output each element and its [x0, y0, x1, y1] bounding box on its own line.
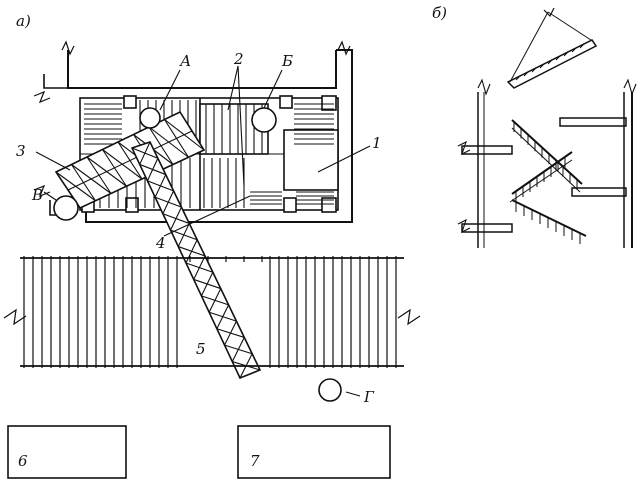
hung-step [563, 51, 569, 57]
label-g: Г [363, 388, 375, 406]
hung-step [515, 75, 521, 81]
hung-step [571, 47, 577, 53]
crane-position-b [251, 107, 277, 133]
section-view [457, 7, 637, 248]
crane-position-a [139, 107, 161, 129]
panel-b-label: б) [432, 4, 447, 22]
boom-brace [224, 320, 237, 346]
hung-step [547, 59, 553, 65]
boom-brace [216, 304, 230, 329]
leader-lines [35, 65, 371, 397]
label-5: 5 [196, 340, 206, 358]
label-1: 1 [372, 134, 382, 152]
boom-brace [185, 239, 198, 264]
label-v: В [31, 186, 43, 204]
boom-brace [170, 206, 182, 231]
position-markers [53, 107, 342, 402]
track-sleepers [23, 256, 397, 368]
crane-position-v [53, 195, 79, 221]
boom-brace [200, 272, 214, 297]
boom-brace [231, 337, 245, 362]
label-b: Б [281, 52, 293, 70]
labels: а) б) 1 2 3 4 5 6 7 А Б В Г [16, 4, 447, 470]
section-steps [513, 43, 585, 244]
label-4: 4 [155, 234, 166, 252]
crane-position-g [318, 378, 342, 402]
boom-brace [208, 288, 222, 313]
label-7: 7 [250, 452, 260, 470]
storage-area-6 [7, 425, 127, 479]
boom-brace [146, 158, 159, 182]
boom-brace [154, 174, 167, 198]
crane-track [3, 257, 421, 367]
storage-area-7 [237, 425, 391, 479]
hung-step [579, 43, 585, 49]
hung-step [555, 55, 561, 61]
boom-brace [177, 223, 190, 247]
boom-brace [139, 141, 151, 165]
truss-chord [67, 130, 193, 191]
storage-areas [7, 425, 391, 479]
label-3: 3 [16, 142, 26, 160]
hung-step [539, 63, 545, 69]
label-a: А [179, 52, 191, 70]
boom-brace [193, 255, 206, 280]
landing-hatching [84, 103, 334, 205]
panel-a-label: а) [16, 12, 31, 30]
label-6: 6 [18, 452, 28, 470]
boom-brace [162, 190, 175, 214]
hung-step [523, 71, 529, 77]
label-2: 2 [233, 50, 244, 68]
hung-step [531, 67, 537, 73]
